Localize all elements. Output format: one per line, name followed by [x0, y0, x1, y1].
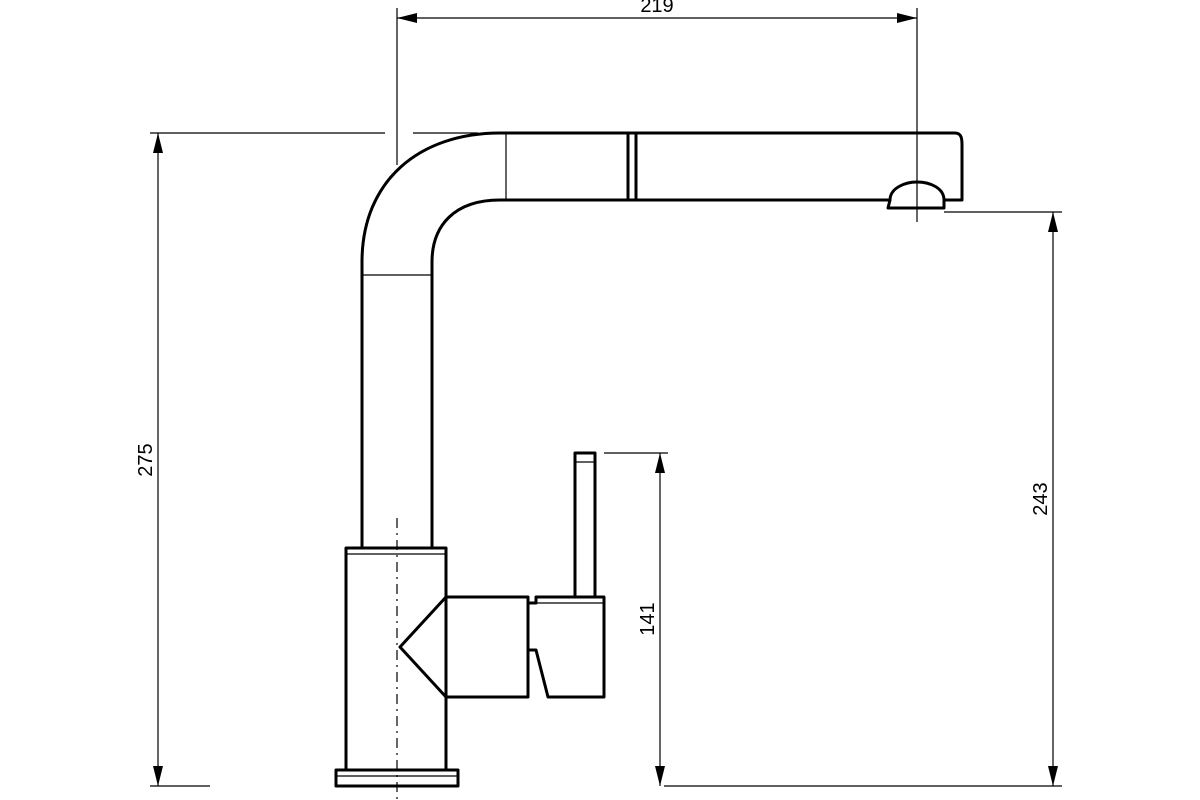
arrowhead-bottom: [153, 766, 163, 786]
dimension-label-243: 243: [1030, 482, 1052, 515]
dimension-handle-height: 141: [604, 452, 668, 786]
pullout-head-joint: [626, 131, 638, 202]
dimension-label-219: 219: [640, 0, 673, 17]
faucet-outline: [334, 131, 964, 800]
spout-inner-edge: [430, 198, 892, 550]
dimension-overall-height: 275: [135, 132, 478, 787]
aerator-outlet: [886, 180, 946, 210]
arrowhead-right: [897, 13, 917, 23]
mixer-body: [344, 546, 448, 772]
arrowhead-top: [153, 133, 163, 153]
dimension-spout-height: 243: [664, 211, 1062, 787]
arrowhead-bottom: [1048, 766, 1058, 786]
arrowhead-left: [397, 13, 417, 23]
arrowhead-top: [655, 453, 665, 473]
spout-outer-edge: [360, 131, 964, 550]
lever-hub: [526, 595, 606, 699]
cartridge-housing: [398, 595, 530, 699]
dimension-label-141: 141: [637, 602, 659, 635]
arrowhead-bottom: [655, 766, 665, 786]
arrowhead-top: [1048, 212, 1058, 232]
dimension-label-275: 275: [135, 443, 157, 476]
lever-handle: [573, 451, 597, 599]
dimension-overall-width: 219: [396, 0, 918, 222]
lever-hub-detail: [535, 602, 604, 698]
